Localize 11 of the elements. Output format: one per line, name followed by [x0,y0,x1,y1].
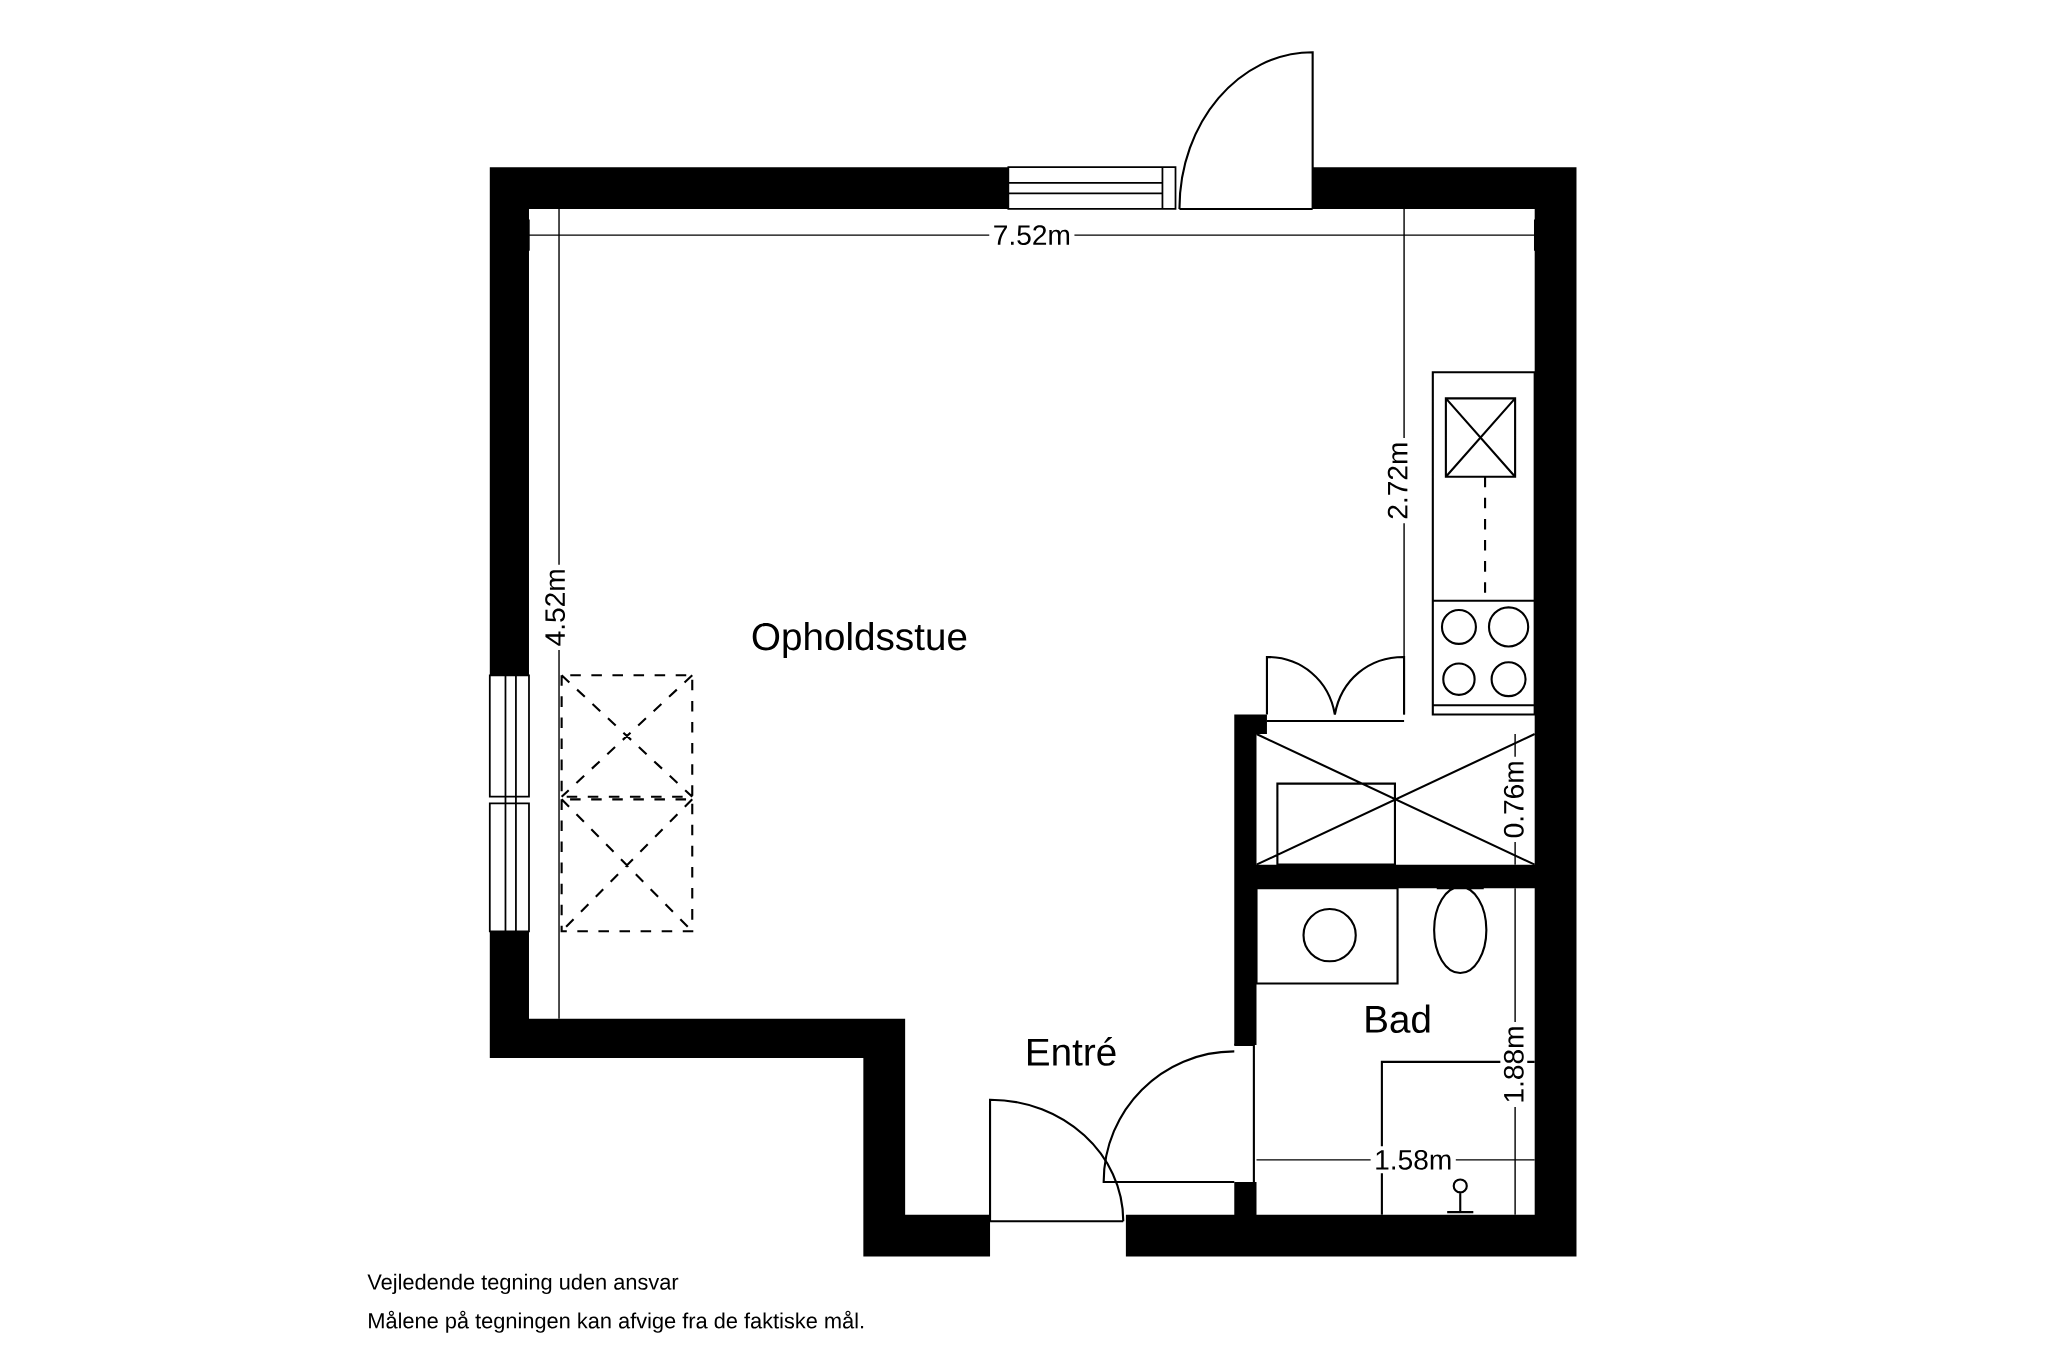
note-text: Vejledende tegning uden ansvar [367,1273,679,1295]
dimension-label: 0.76m [1500,756,1528,843]
dimension-label: 4.52m [541,564,569,651]
room-label: Entré [1028,1037,1116,1067]
dimension-label: 1.58m [1370,1146,1456,1174]
dimension-label: 1.88m [1500,1022,1528,1108]
note-text: Målene på tegningen kan afvige fra de faktiske mål. [369,1310,864,1333]
room-label: Opholdsstue [752,622,967,659]
dimension-label: 7.52m [989,221,1075,249]
dimension-label: 2.72m [1384,438,1411,524]
room-label: Bad [1366,1004,1430,1034]
